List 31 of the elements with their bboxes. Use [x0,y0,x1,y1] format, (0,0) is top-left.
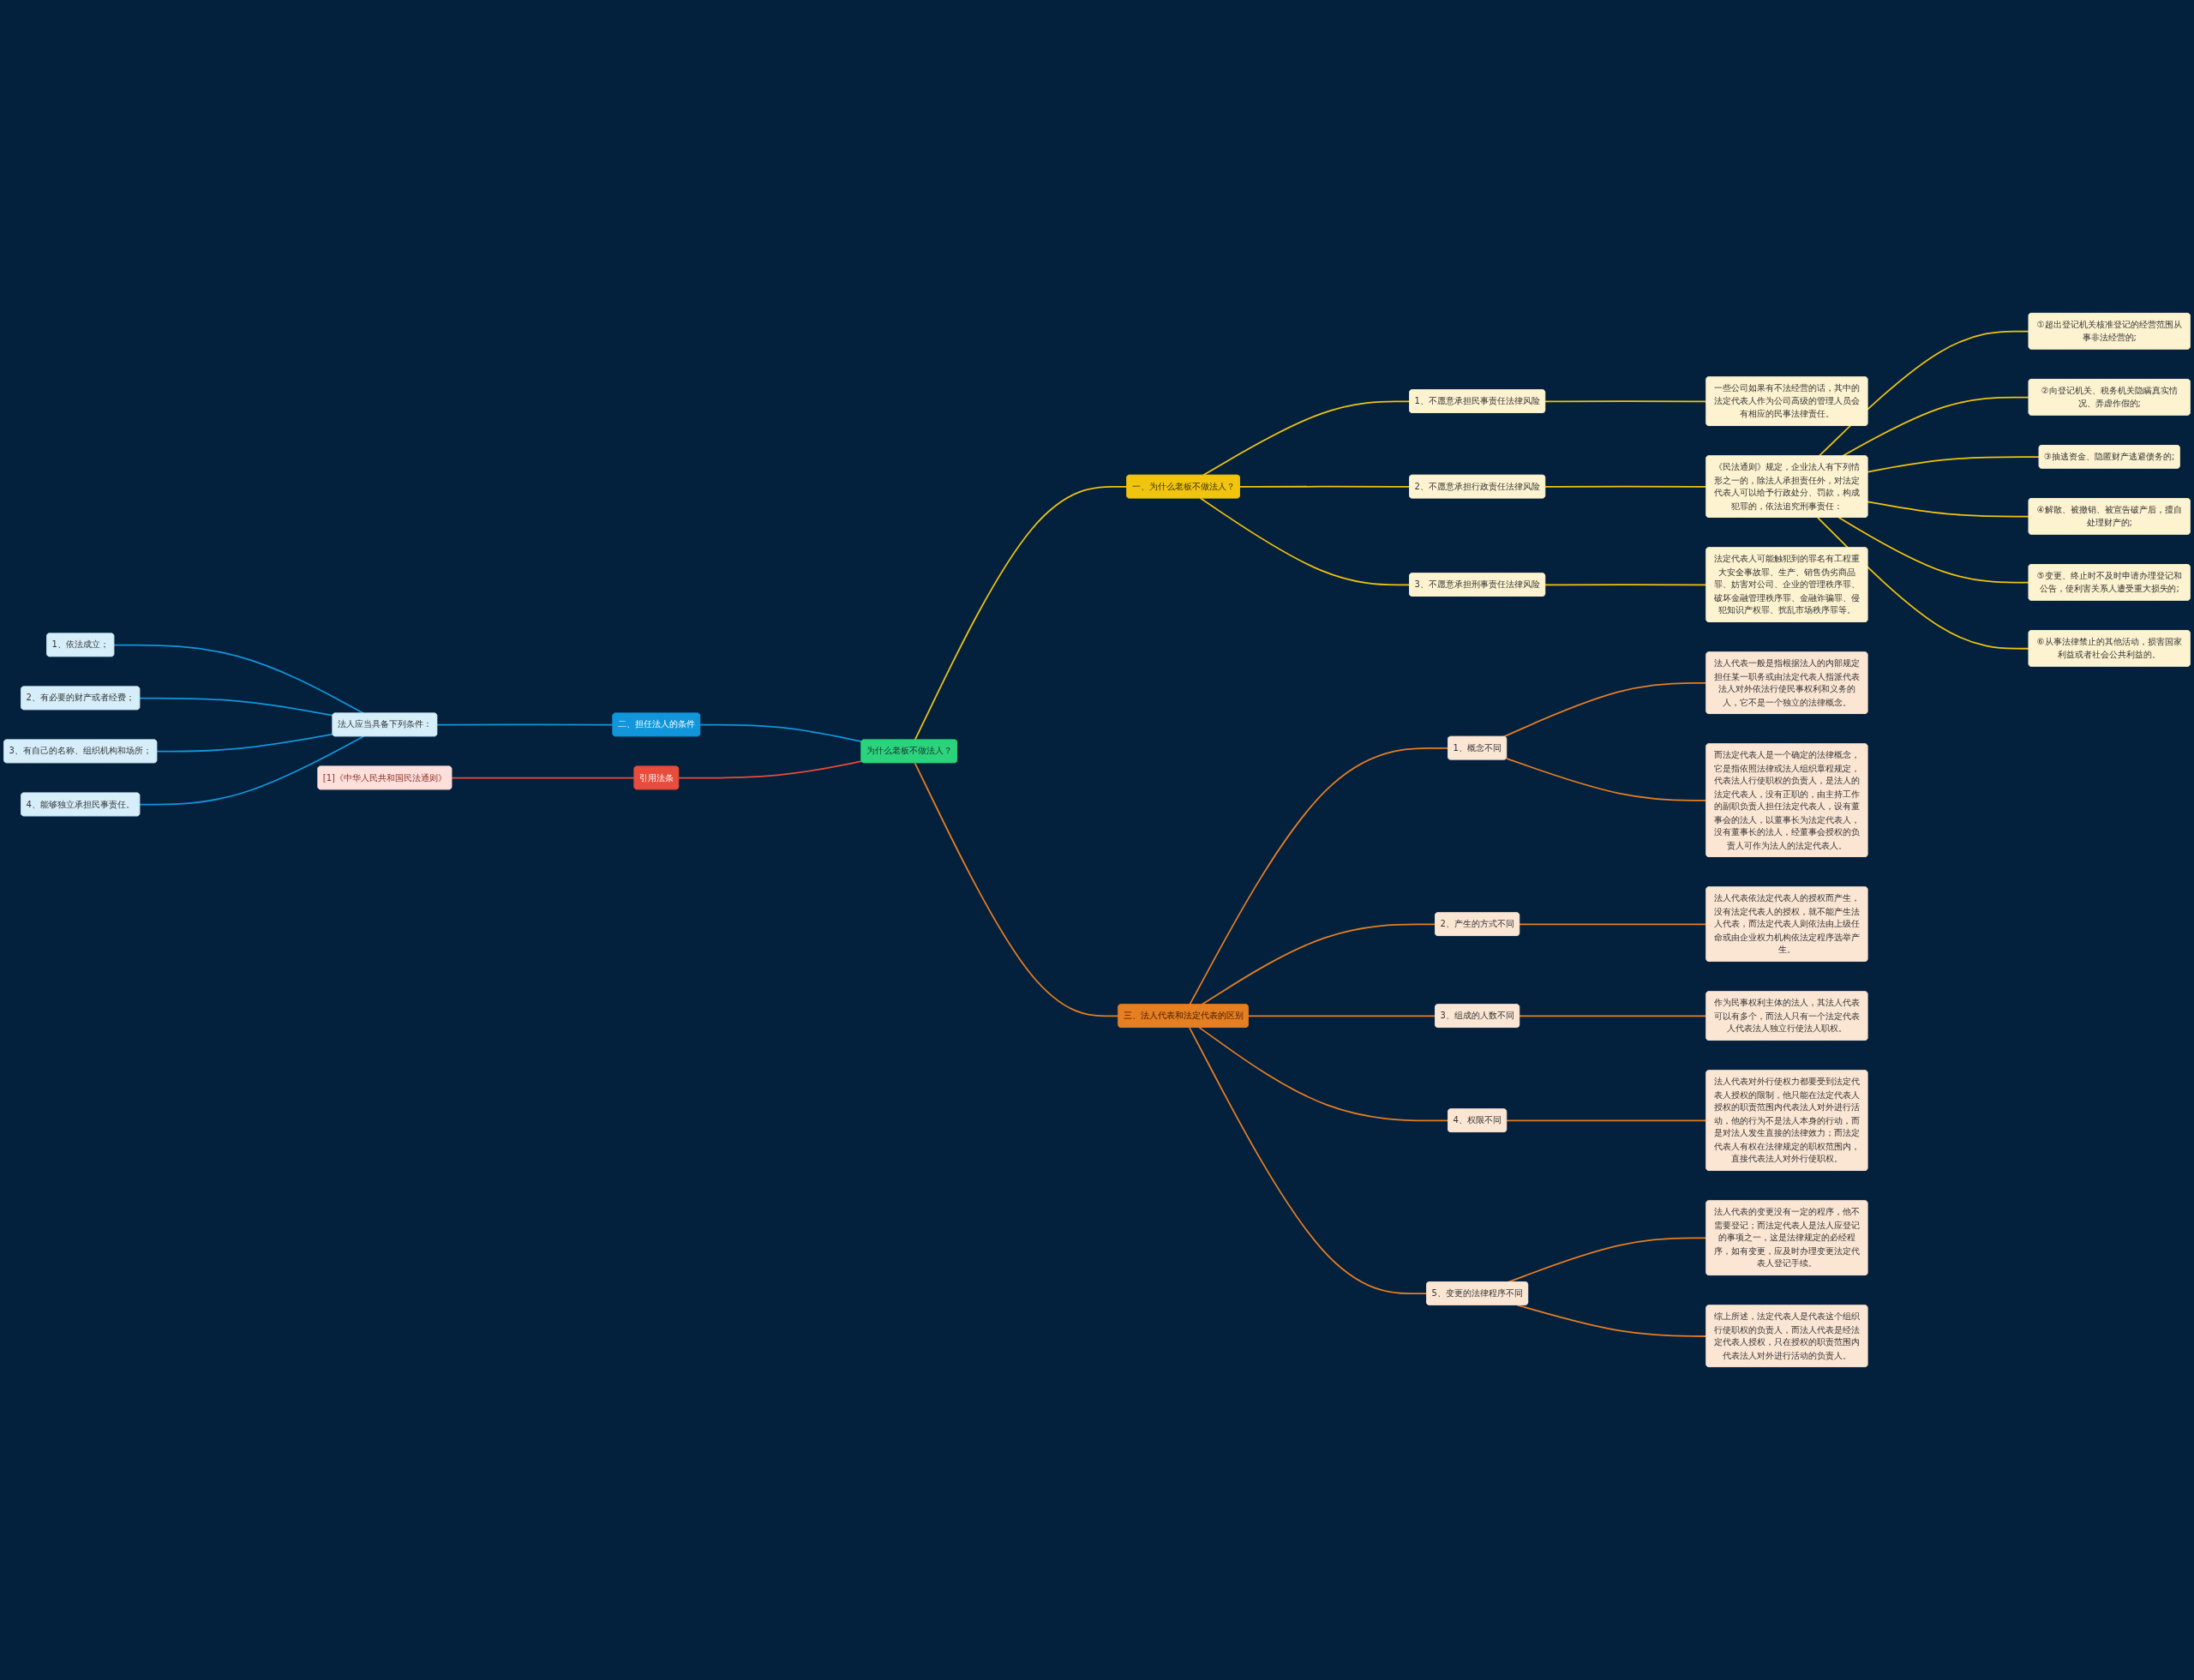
connector [156,733,334,753]
connector [1506,1119,1707,1122]
connector [1202,400,1411,477]
connector [1544,485,1707,488]
connector [699,723,863,743]
connector [1247,1015,1436,1017]
connector [1544,584,1707,586]
connector [113,644,365,715]
connector [1837,516,2030,584]
connector [1516,1304,1707,1337]
connector [1544,400,1707,403]
connector [1238,485,1411,488]
connector [1189,1026,1428,1295]
connector [1519,923,1707,926]
connector [1505,757,1707,801]
connector [1842,396,2030,457]
connector [914,762,1119,1017]
connector [1198,1026,1449,1122]
connector [1201,923,1436,1005]
connector [1817,516,2030,650]
connector [1519,1015,1707,1017]
connector [1867,456,2041,473]
connector [1867,501,2030,518]
connector [678,760,863,779]
connector [139,735,365,806]
connector [1502,682,1707,738]
connector [1199,497,1411,586]
connector [914,486,1128,741]
connector [1189,747,1449,1005]
connector [1818,330,2030,457]
connector [139,697,334,717]
